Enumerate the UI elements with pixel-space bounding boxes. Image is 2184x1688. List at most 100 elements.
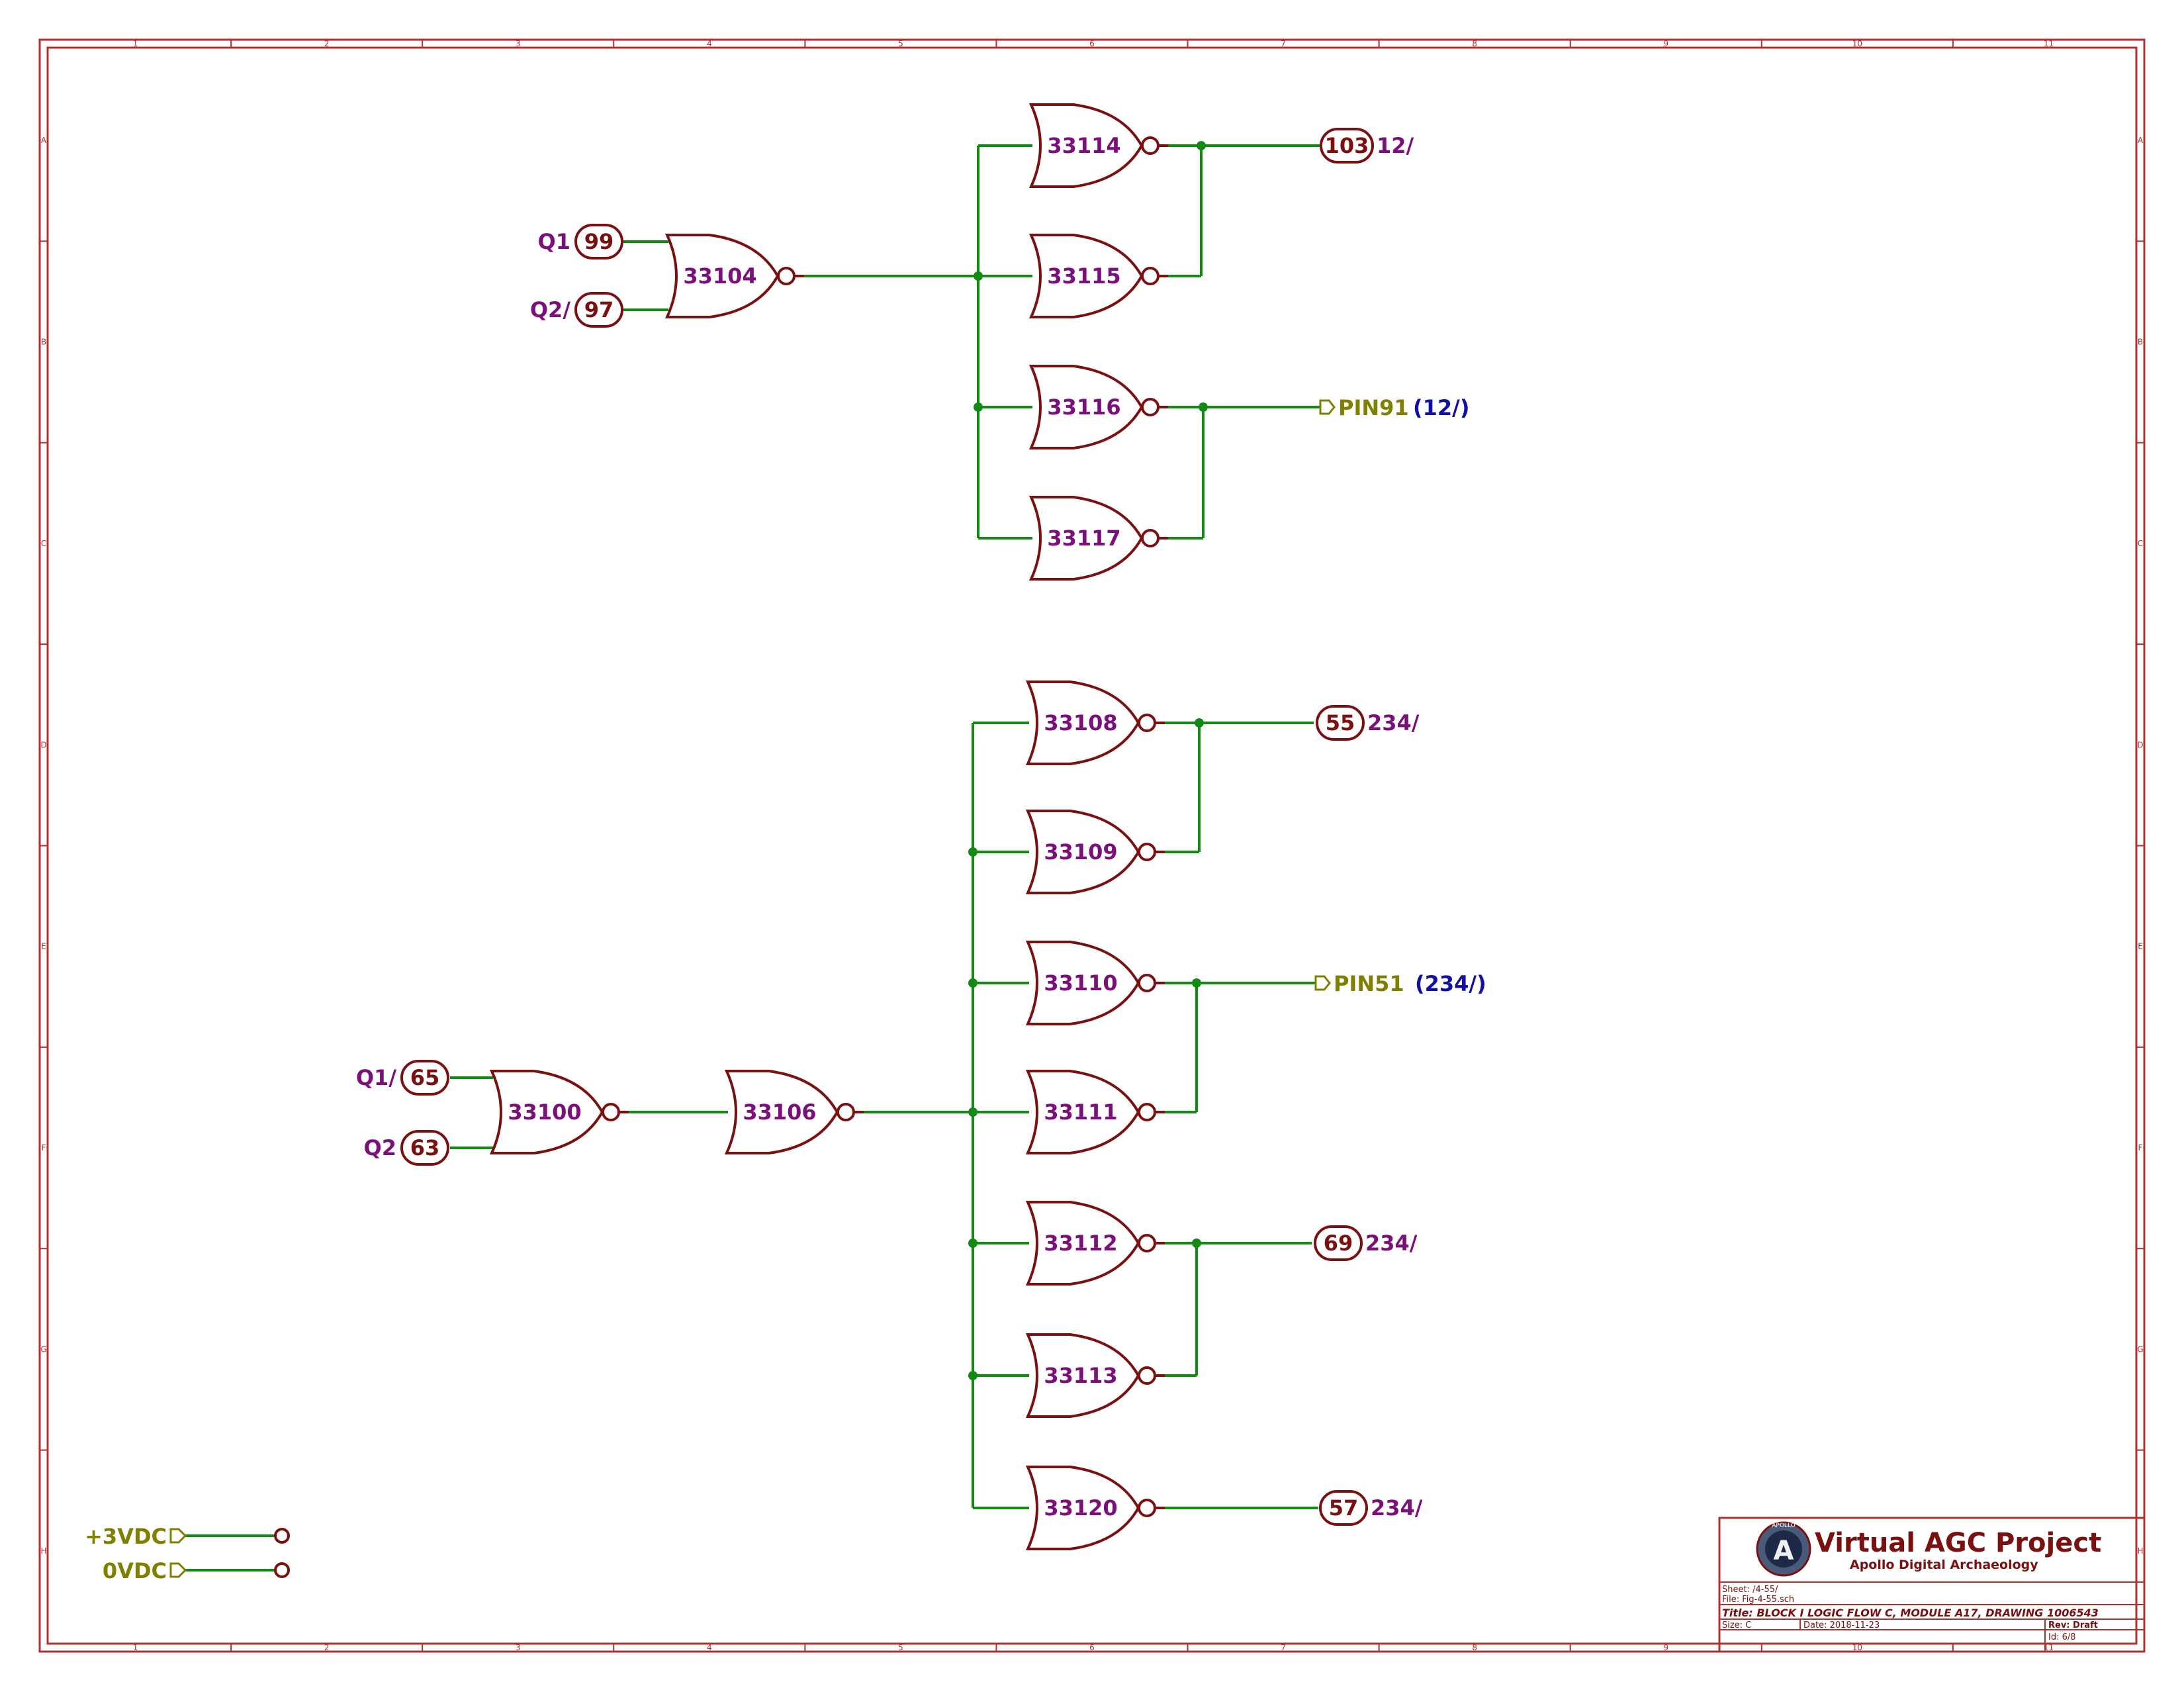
column-marker: 2 [324,1643,330,1652]
row-marker: B [2138,338,2143,347]
revision: Rev: Draft [2048,1620,2098,1630]
signal-label: 234/ [1371,1495,1423,1521]
connector-number: 97 [584,297,614,322]
nor-gates: 3311433115331043311633117331083310933110… [489,103,1168,1550]
column-marker: 5 [898,1643,903,1652]
inverter-bubble [777,267,796,285]
column-marker: 4 [707,39,712,48]
nor-gate-body [1025,810,1140,894]
nor-gate-33120: 33120 [1025,1466,1165,1550]
signal-label: Q2/ [530,297,570,322]
row-marker: E [41,942,46,951]
column-marker: 9 [1663,1643,1668,1652]
inverter-bubble [1138,974,1156,992]
inverter-bubble [1138,1499,1156,1517]
row-marker: B [41,338,46,347]
nor-gate-33114: 33114 [1028,103,1168,188]
svg-text:A: A [1774,1536,1794,1566]
nor-gate-body [1025,1466,1140,1550]
gate-label: 33115 [1047,263,1120,289]
power-label: +3VDC [85,1524,167,1549]
signal-label: Q1 [538,229,570,254]
nor-gate-body [664,234,780,318]
gate-label: 33110 [1044,970,1117,996]
connector-pill [1314,1225,1363,1261]
nor-gate-body [1025,680,1140,765]
port-arrow-icon [169,1528,187,1544]
file-name: File: Fig-4-55.sch [1722,1595,1794,1605]
junction-dot [1197,141,1206,150]
apollo-logo: A APOLLO [1756,1521,1811,1577]
conn-55: 55 234/ [1316,705,1420,741]
row-marker: H [40,1546,46,1556]
port-label: PIN51 [1334,971,1404,996]
inverter-bubble [1138,1103,1156,1121]
project-name: Virtual AGC Project [1815,1528,2101,1558]
gate-label: 33106 [743,1100,816,1125]
port-label: PIN91 [1338,395,1409,420]
column-marker: 2 [324,39,330,48]
nor-gate-body [1028,103,1144,188]
column-marker: 5 [898,39,903,48]
nor-gate-33113: 33113 [1025,1333,1165,1418]
column-marker: 10 [1852,1643,1862,1652]
column-marker: 7 [1281,39,1286,48]
junctions [968,141,1208,1380]
column-marker: 11 [2044,39,2054,48]
connector-number: 55 [1326,710,1355,735]
inverter-bubble [1138,843,1156,861]
nor-gate-33117: 33117 [1028,496,1168,581]
nor-gate-body [1025,941,1140,1025]
connector-pill [574,292,623,328]
nor-gate-body [1028,365,1144,449]
gate-label: 33114 [1047,133,1120,158]
port-pin91: PIN91 (12/) [1319,395,1469,420]
drawing-date: Date: 2018-11-23 [1803,1620,1880,1630]
inverter-bubble [1141,136,1160,155]
nor-gate-body [1028,234,1144,318]
inverter-bubble [1141,267,1160,285]
junction-dot [968,1239,978,1248]
inverter-bubble [1141,529,1160,547]
row-marker: A [41,136,47,145]
connector-pill [574,224,623,259]
connector-number: 63 [410,1135,440,1160]
row-marker: F [42,1143,46,1152]
column-marker: 8 [1472,39,1477,48]
inverter-bubble [1138,1366,1156,1385]
connector-number: 65 [410,1065,440,1090]
connector-pill [400,1130,449,1166]
row-marker: D [40,740,46,749]
signal-label: Q2 [364,1135,396,1160]
nor-gate-body [1025,1333,1140,1418]
column-marker: 8 [1472,1643,1477,1652]
junction-dot [1199,402,1208,412]
conn-63: 63 Q2 [364,1130,449,1166]
power-label: 0VDC [103,1558,167,1583]
nor-gate-33115: 33115 [1028,234,1168,318]
nor-gate-33100: 33100 [489,1070,629,1154]
column-marker: 9 [1663,39,1668,48]
title-block: A APOLLO Virtual AGC Project Apollo Digi… [1718,1517,2146,1653]
row-marker: G [2137,1344,2143,1354]
row-marker: C [2138,539,2143,548]
junction-dot [968,847,978,857]
gate-label: 33108 [1044,710,1117,735]
signal-label: Q1/ [356,1065,396,1090]
junction-dot [968,978,978,988]
row-marker: H [2137,1546,2143,1556]
gate-label: 33111 [1044,1100,1117,1125]
inverter-bubble [1141,398,1160,416]
sheet-size: Size: C [1722,1620,1751,1630]
row-marker: D [2137,740,2143,749]
column-marker: 6 [1089,39,1095,48]
column-marker: 3 [516,39,521,48]
gate-label: 33117 [1047,526,1120,551]
nor-gate-body [1025,1201,1140,1286]
inverter-bubble [602,1103,620,1121]
nor-gate-33104: 33104 [664,234,804,318]
nor-gate-33112: 33112 [1025,1201,1165,1286]
signal-label: 234/ [1367,710,1420,735]
